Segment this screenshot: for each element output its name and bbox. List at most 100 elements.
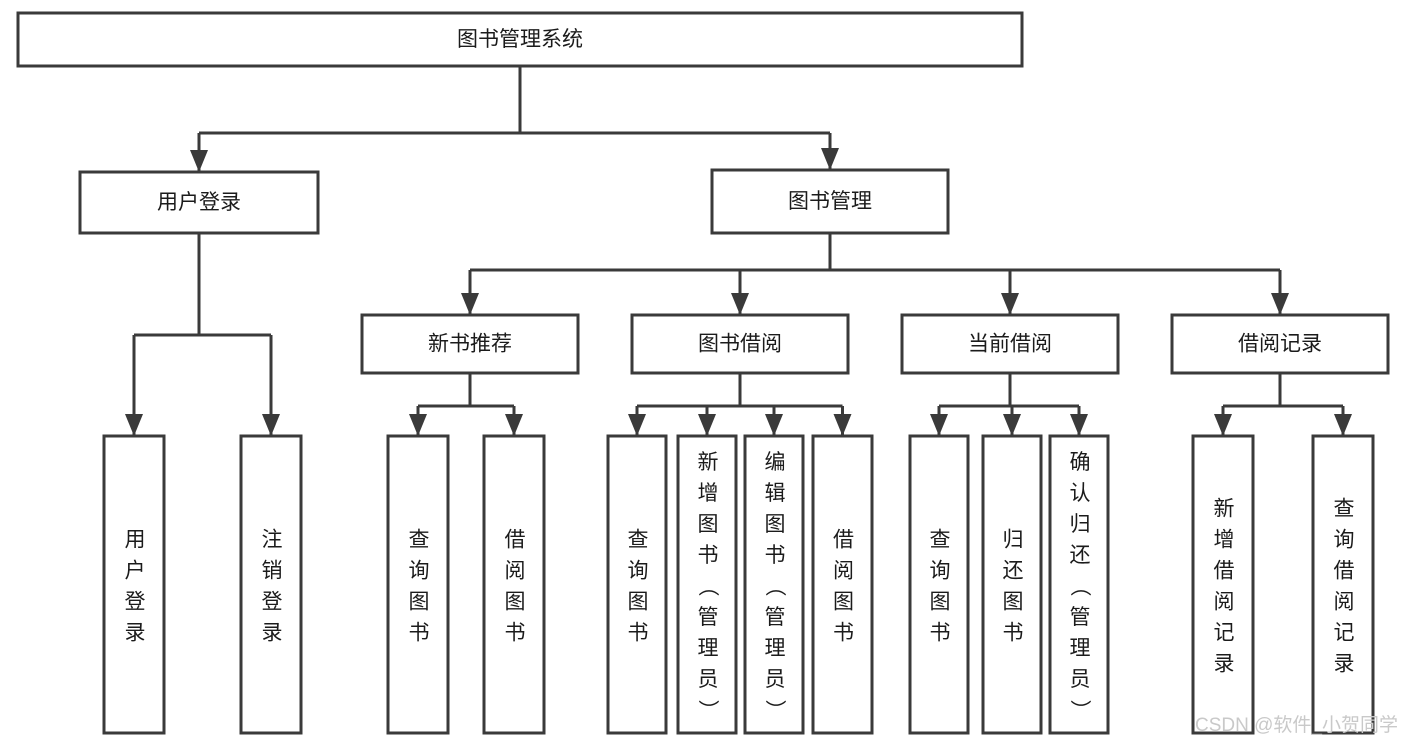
node-label-user-logout-leaf-char-0: 注 — [262, 529, 283, 552]
node-box-user-login[interactable] — [78, 170, 320, 235]
node-current-borrow[interactable]: 当前借阅 — [900, 313, 1120, 375]
node-label-book-management: 图书管理 — [788, 190, 872, 213]
node-book-borrow[interactable]: 图书借阅 — [630, 313, 850, 375]
node-label-records-query-record-char-4: 记 — [1334, 622, 1355, 645]
node-box-recommend-borrow-book[interactable] — [482, 434, 546, 735]
node-label-current-query-book-char-1: 询 — [930, 560, 951, 583]
node-box-borrow-query-book[interactable] — [606, 434, 668, 735]
node-label-borrow-borrow-book-char-3: 书 — [833, 622, 854, 645]
node-new-book-recommend[interactable]: 新书推荐 — [360, 313, 580, 375]
node-label-borrow-add-book-admin-char-7: 员 — [698, 668, 719, 691]
node-label-records-add-record-char-0: 新 — [1214, 498, 1235, 521]
node-box-new-book-recommend[interactable] — [360, 313, 580, 375]
book-borrow-arrow-icon-1 — [698, 414, 716, 436]
node-label-current-confirm-return-admin-char-0: 确 — [1070, 451, 1091, 474]
node-label-borrow-add-book-admin-char-0: 新 — [698, 451, 719, 474]
book-borrow-arrow-icon-3 — [833, 414, 852, 436]
node-label-current-return-book-char-0: 归 — [1003, 529, 1024, 552]
node-box-records-add-record[interactable] — [1191, 434, 1255, 735]
node-box-root[interactable] — [16, 11, 1024, 68]
node-label-borrow-edit-book-admin-char-2: 图 — [765, 513, 786, 536]
node-label-borrow-add-book-admin-char-1: 增 — [698, 482, 719, 505]
node-box-current-query-book[interactable] — [908, 434, 970, 735]
node-user-login-leaf[interactable]: 用户登录 — [102, 434, 166, 735]
node-box-user-logout-leaf[interactable] — [239, 434, 303, 735]
node-label-borrow-edit-book-admin-char-8: ） — [763, 700, 786, 721]
node-label-recommend-borrow-book-char-1: 阅 — [505, 560, 526, 583]
node-box-borrow-borrow-book[interactable] — [811, 434, 874, 735]
borrow-records-arrow-icon-0 — [1214, 414, 1232, 436]
book-borrow-arrow-icon-0 — [628, 414, 646, 436]
node-label-borrow-borrow-book-char-0: 借 — [833, 529, 854, 552]
node-label-records-query-record-char-3: 阅 — [1334, 591, 1355, 614]
node-label-records-query-record-char-1: 询 — [1334, 529, 1355, 552]
node-box-current-confirm-return-admin[interactable] — [1048, 434, 1110, 735]
node-borrow-records[interactable]: 借阅记录 — [1170, 313, 1390, 375]
node-label-records-add-record-char-3: 阅 — [1214, 591, 1235, 614]
node-label-borrow-edit-book-admin-char-1: 辑 — [765, 482, 786, 505]
node-box-book-management[interactable] — [710, 168, 950, 235]
node-label-borrow-edit-book-admin-char-3: 书 — [765, 544, 786, 567]
node-box-records-query-record[interactable] — [1311, 434, 1375, 735]
node-label-user-login-leaf-char-2: 登 — [125, 591, 146, 614]
node-label-borrow-borrow-book-char-1: 阅 — [833, 560, 854, 583]
node-label-borrow-add-book-admin-char-4: （ — [696, 576, 719, 597]
node-label-recommend-query-book-char-2: 图 — [409, 591, 430, 614]
node-box-current-return-book[interactable] — [981, 434, 1043, 735]
node-label-borrow-query-book-char-1: 询 — [628, 560, 649, 583]
node-label-user-login: 用户登录 — [157, 191, 241, 214]
node-label-user-logout-leaf-char-1: 销 — [262, 560, 283, 583]
node-box-borrow-add-book-admin[interactable] — [676, 434, 738, 735]
user-login-arrow-icon-1 — [262, 414, 280, 436]
node-label-records-query-record-char-5: 录 — [1334, 653, 1355, 676]
node-label-borrow-add-book-admin-char-2: 图 — [698, 513, 719, 536]
node-label-borrow-borrow-book-char-2: 图 — [833, 591, 854, 614]
node-box-recommend-query-book[interactable] — [386, 434, 450, 735]
book-borrow-arrow-icon-2 — [765, 414, 783, 436]
node-label-current-confirm-return-admin-char-2: 归 — [1070, 513, 1091, 536]
node-label-current-return-book-char-1: 还 — [1003, 560, 1024, 583]
node-label-current-return-book-char-3: 书 — [1003, 622, 1024, 645]
new-book-recommend-arrow-icon-1 — [505, 414, 523, 436]
node-label-current-return-book-char-2: 图 — [1003, 591, 1024, 614]
book-management-arrow-icon-3 — [1271, 293, 1289, 315]
node-label-borrow-query-book-char-3: 书 — [628, 622, 649, 645]
csdn-watermark: CSDN @软件_小贺同学 — [1195, 714, 1398, 736]
node-label-current-borrow: 当前借阅 — [968, 333, 1052, 356]
node-label-current-confirm-return-admin-char-1: 认 — [1070, 482, 1091, 505]
node-label-user-logout-leaf-char-3: 录 — [262, 622, 283, 645]
node-box-borrow-records[interactable] — [1170, 313, 1390, 375]
node-box-book-borrow[interactable] — [630, 313, 850, 375]
node-label-current-query-book-char-0: 查 — [930, 529, 951, 552]
node-label-borrow-edit-book-admin-char-4: （ — [763, 576, 786, 597]
node-box-user-login-leaf[interactable] — [102, 434, 166, 735]
node-label-user-login-leaf-char-3: 录 — [125, 622, 146, 645]
node-label-current-confirm-return-admin-char-5: 管 — [1070, 606, 1091, 629]
node-label-recommend-query-book-char-1: 询 — [409, 560, 430, 583]
node-label-borrow-add-book-admin-char-8: ） — [696, 700, 719, 721]
node-user-login[interactable]: 用户登录 — [78, 170, 320, 235]
node-box-current-borrow[interactable] — [900, 313, 1120, 375]
node-book-management[interactable]: 图书管理 — [710, 168, 950, 235]
node-label-recommend-borrow-book-char-3: 书 — [505, 622, 526, 645]
node-box-borrow-edit-book-admin[interactable] — [743, 434, 805, 735]
node-label-borrow-edit-book-admin-char-6: 理 — [765, 637, 786, 660]
node-label-borrow-edit-book-admin-char-5: 管 — [765, 606, 786, 629]
node-label-borrow-add-book-admin-char-3: 书 — [698, 544, 719, 567]
node-label-records-add-record-char-2: 借 — [1214, 560, 1235, 583]
node-label-borrow-query-book-char-0: 查 — [628, 529, 649, 552]
node-root[interactable]: 图书管理系统 — [16, 11, 1024, 68]
